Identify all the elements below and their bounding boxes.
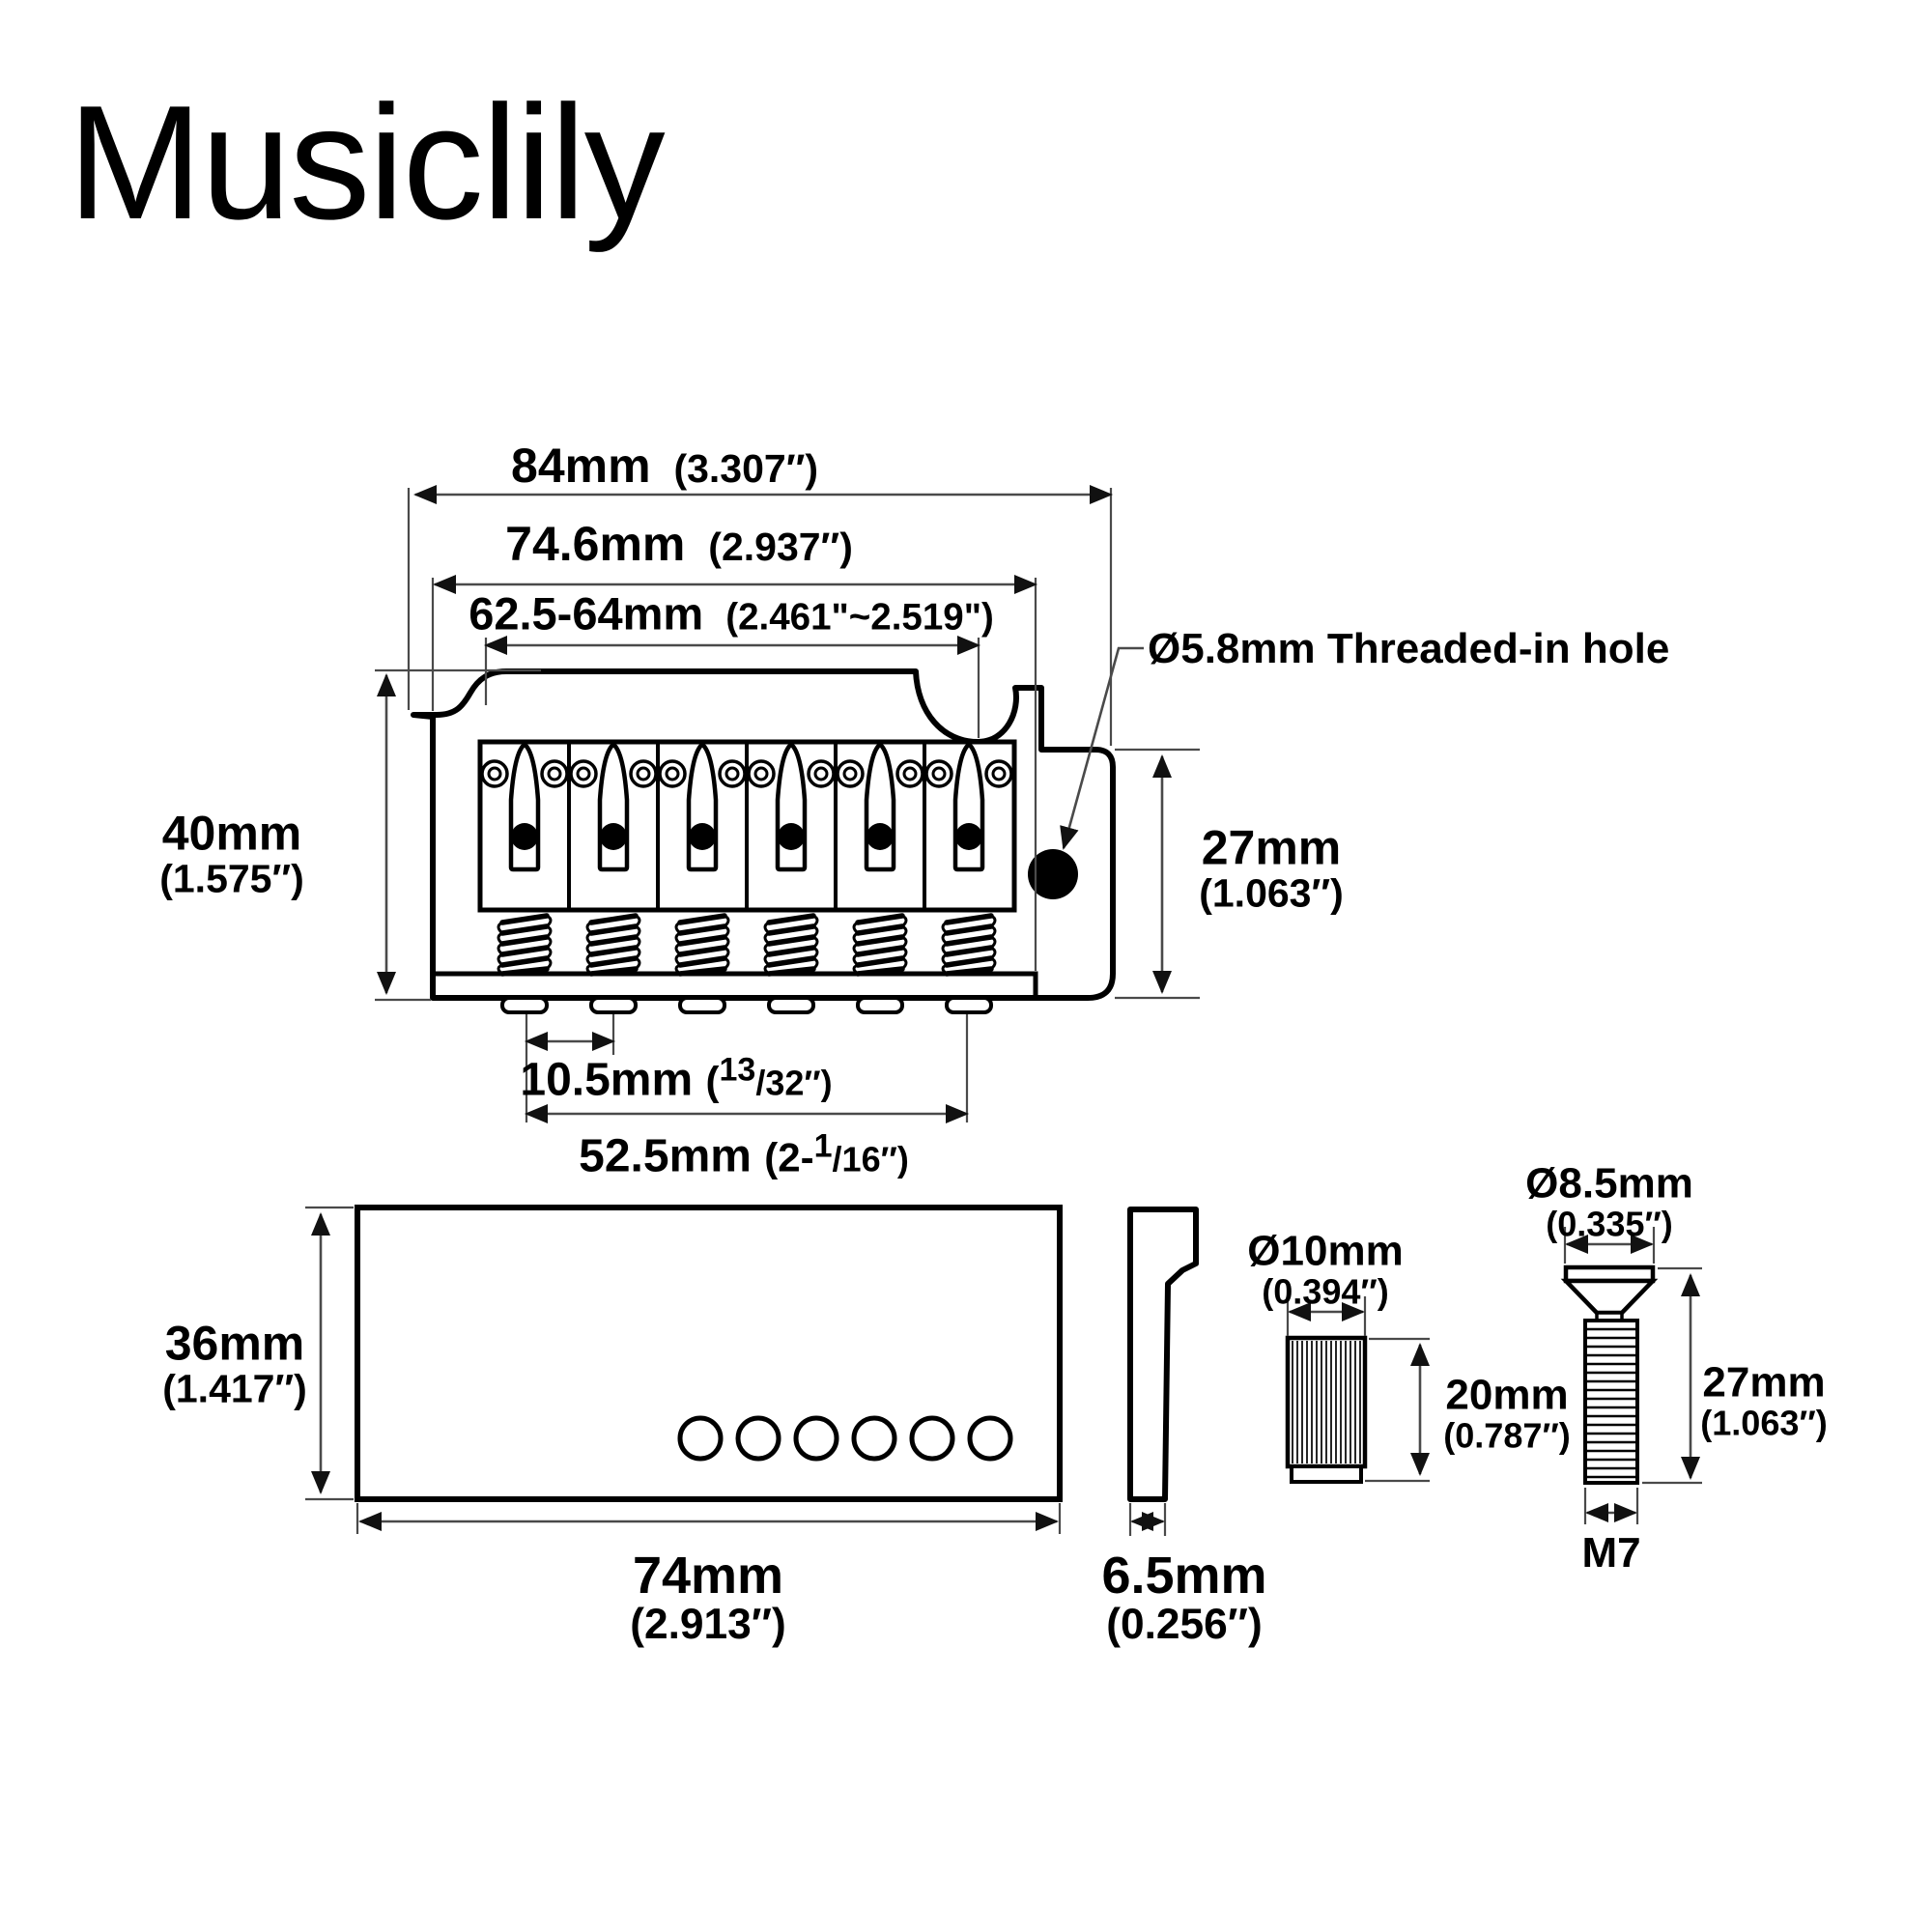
dim-84mm-label: 84mm (3.307″) <box>511 440 818 491</box>
dim-84mm-inch: (3.307″) <box>673 446 818 491</box>
sustain-block-front-view <box>355 1205 1063 1502</box>
dim-d10mm-inch: (0.394″) <box>1262 1271 1389 1312</box>
dim-6-5mm-inch: (0.256″) <box>1106 1601 1263 1649</box>
dim-10-5mm-label: 10.5mm (13/32″) <box>520 1053 832 1104</box>
dim-10-5mm-frac-num: 13 <box>719 1051 756 1089</box>
dim-74mm-label: 74mm (2.913″) <box>630 1548 785 1647</box>
dim-d8-5mm-label: Ø8.5mm (0.335″) <box>1525 1161 1693 1241</box>
dim-d10mm-label: Ø10mm (0.394″) <box>1247 1229 1403 1309</box>
dim-74-6mm-inch: (2.937″) <box>708 525 853 569</box>
knurled-insert-view <box>1285 1335 1368 1484</box>
dimension-arrows <box>311 485 1700 1531</box>
saddle-block <box>477 739 1017 913</box>
dim-74-6mm-value: 74.6mm <box>505 517 686 571</box>
dim-40mm-inch: (1.575″) <box>159 856 304 901</box>
dim-52-5mm-frac-rest: /16″) <box>832 1139 909 1179</box>
dim-62-5mm-label: 62.5-64mm (2.461"~2.519") <box>469 587 994 639</box>
dim-40mm-value: 40mm <box>161 806 302 861</box>
dim-40mm-label: 40mm (1.575″) <box>159 809 304 900</box>
saddle <box>836 743 924 872</box>
dim-10-5mm-value: 10.5mm <box>520 1054 694 1106</box>
base-plate-edge <box>433 971 1038 998</box>
saddle <box>480 743 569 872</box>
dim-62-5mm-inch: (2.461"~2.519") <box>725 596 994 639</box>
dim-36mm-value: 36mm <box>164 1316 305 1371</box>
dim-d8-5mm-inch: (0.335″) <box>1546 1204 1673 1244</box>
dim-36mm-label: 36mm (1.417″) <box>162 1319 307 1410</box>
dim-52-5mm-frac-num: 1 <box>813 1127 833 1165</box>
dim-52-5mm-label: 52.5mm (2-1/16″) <box>579 1129 909 1180</box>
dim-74-6mm-label: 74.6mm (2.937″) <box>505 519 853 569</box>
saddle <box>924 743 1013 872</box>
anchor-stud-view <box>1560 1264 1659 1485</box>
dim-stud-27mm-value: 27mm <box>1702 1358 1826 1406</box>
dim-52-5mm-paren: (2- <box>764 1134 814 1180</box>
dim-62-5mm-value: 62.5-64mm <box>469 587 704 639</box>
dim-27mm-value: 27mm <box>1201 820 1342 875</box>
string-through-holes <box>677 1415 1013 1462</box>
dim-84mm-value: 84mm <box>511 439 651 493</box>
dim-74mm-value: 74mm <box>632 1546 784 1605</box>
string-hole-tabs <box>500 996 993 1014</box>
dim-m7-label: M7 <box>1581 1529 1641 1577</box>
dim-d10mm-value: Ø10mm <box>1247 1227 1404 1275</box>
dim-10-5mm-paren: ( <box>705 1058 720 1104</box>
dim-52-5mm-value: 52.5mm <box>579 1130 752 1182</box>
dim-20mm-label: 20mm (0.787″) <box>1443 1373 1571 1453</box>
saddle <box>569 743 658 872</box>
dim-10-5mm-frac-rest: /32″) <box>755 1063 833 1103</box>
saddle <box>747 743 836 872</box>
block-side-view <box>1127 1207 1199 1502</box>
saddles <box>480 743 1013 872</box>
dim-27mm-inch: (1.063″) <box>1199 870 1344 916</box>
dim-6-5mm-value: 6.5mm <box>1101 1546 1267 1605</box>
dim-d8-5mm-value: Ø8.5mm <box>1525 1159 1693 1208</box>
dim-74mm-inch: (2.913″) <box>630 1601 786 1649</box>
dim-stud-27mm-label: 27mm (1.063″) <box>1700 1360 1828 1440</box>
dim-6-5mm-label: 6.5mm (0.256″) <box>1101 1548 1266 1647</box>
dim-36mm-inch: (1.417″) <box>162 1366 307 1411</box>
dim-27mm-label: 27mm (1.063″) <box>1199 823 1344 915</box>
threaded-in-hole <box>1028 849 1078 899</box>
brand-logo: Musiclily <box>68 71 666 253</box>
saddle <box>658 743 747 872</box>
threaded-hole-note: Ø5.8mm Threaded-in hole <box>1148 625 1670 672</box>
tremolo-bridge-top-view <box>411 668 1116 1014</box>
thread-lines <box>1585 1327 1637 1479</box>
dim-20mm-value: 20mm <box>1445 1371 1569 1419</box>
knurl-hatching <box>1292 1341 1361 1463</box>
dim-stud-27mm-inch: (1.063″) <box>1700 1403 1828 1443</box>
dim-20mm-inch: (0.787″) <box>1443 1415 1571 1456</box>
hole-leader-line <box>1060 646 1144 850</box>
